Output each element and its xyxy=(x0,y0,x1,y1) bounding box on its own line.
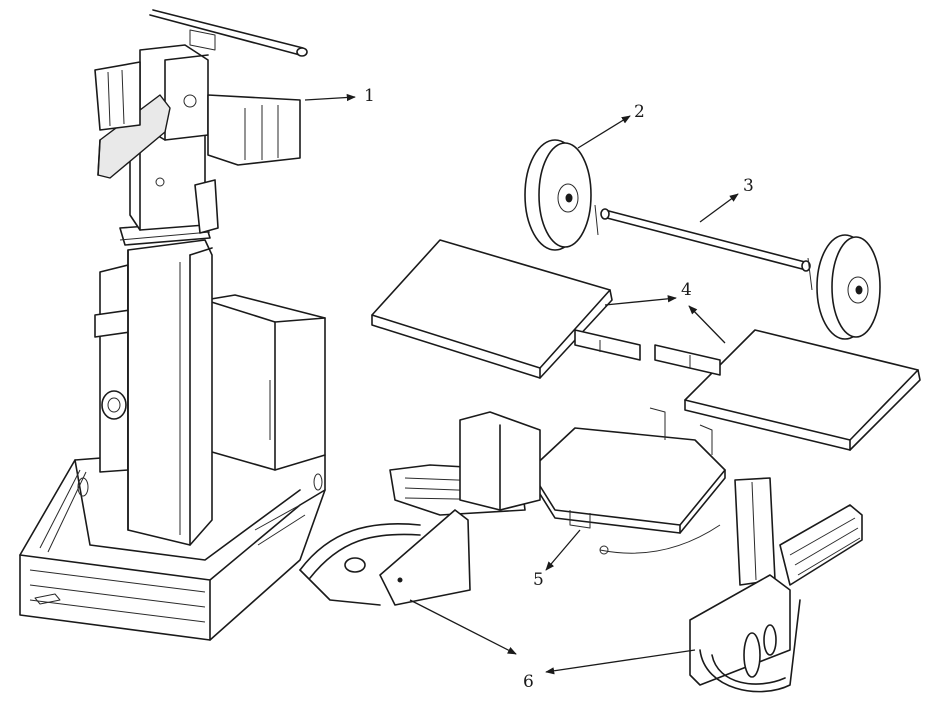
callout-label-1: 1 xyxy=(364,86,375,106)
leader-arrow-5 xyxy=(545,529,581,571)
callout-label-2: 2 xyxy=(634,102,645,122)
leader-arrow-2 xyxy=(577,115,631,149)
part-1-splitter-column xyxy=(19,9,326,641)
part-6-bracket-right xyxy=(689,477,863,693)
leader-arrow-4a xyxy=(604,295,677,306)
leader-arrow-6b xyxy=(545,649,696,675)
part-4-platform-right xyxy=(654,329,921,451)
callout-label-4: 4 xyxy=(681,280,692,300)
part-4-platform-left xyxy=(371,239,641,379)
part-2-wheel-left xyxy=(524,139,592,251)
leader-arrow-3 xyxy=(699,193,739,223)
part-5-base-plate xyxy=(529,407,726,555)
part-6-bracket-left xyxy=(299,411,541,606)
leader-arrow-4b xyxy=(688,305,726,344)
leader-arrow-1 xyxy=(304,93,356,102)
leader-arrows xyxy=(304,93,739,675)
callout-label-6: 6 xyxy=(523,672,534,692)
callout-label-3: 3 xyxy=(743,176,754,196)
part-3-axle xyxy=(594,204,813,291)
callout-label-5: 5 xyxy=(533,570,544,590)
part-2-wheel-right xyxy=(816,234,881,340)
leader-arrow-6a xyxy=(409,599,517,655)
